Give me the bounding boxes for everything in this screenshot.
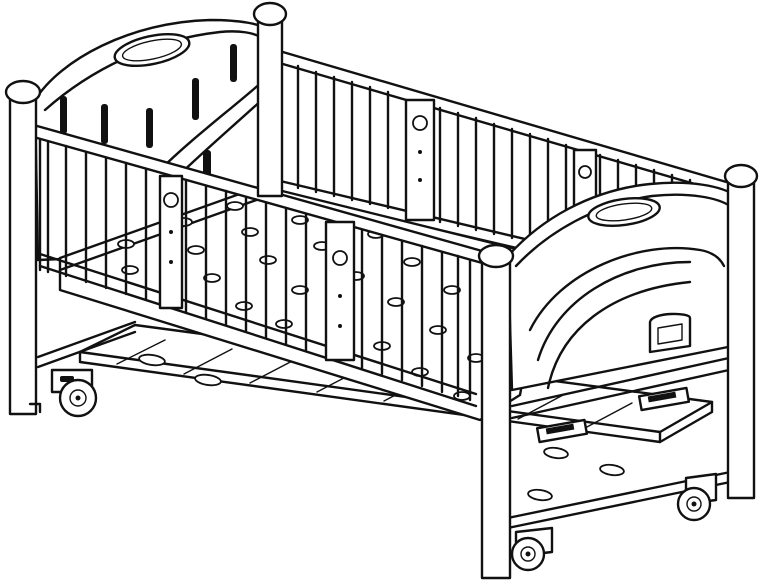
head-board-slots [60, 44, 237, 178]
front-rail-latch-panel [158, 174, 184, 310]
caster-back-right [676, 472, 718, 522]
post-foot-bracket [28, 402, 42, 414]
foot-board-handle-cutout [587, 196, 661, 228]
front-rail-pin-holes [169, 150, 422, 328]
post-front-left [8, 94, 38, 416]
posts [4, 1, 759, 580]
casters [50, 368, 718, 572]
post-front-right [480, 256, 512, 580]
head-board-handle-cutout [113, 32, 191, 68]
front-rail-latch-knob[interactable] [163, 192, 179, 208]
front-rail-latch-knob-right[interactable] [332, 250, 348, 266]
caster-front-right [510, 526, 554, 572]
foot-board-latch [648, 312, 692, 354]
front-rail-bars [64, 144, 472, 402]
front-rail-latch-panel-right [324, 220, 356, 362]
back-rail-latch-knob [412, 115, 428, 131]
post-back-left [256, 16, 284, 198]
base-slots [138, 353, 625, 502]
caster-front-left [50, 368, 98, 418]
foot-board [506, 181, 740, 444]
post-back-right [726, 178, 756, 500]
